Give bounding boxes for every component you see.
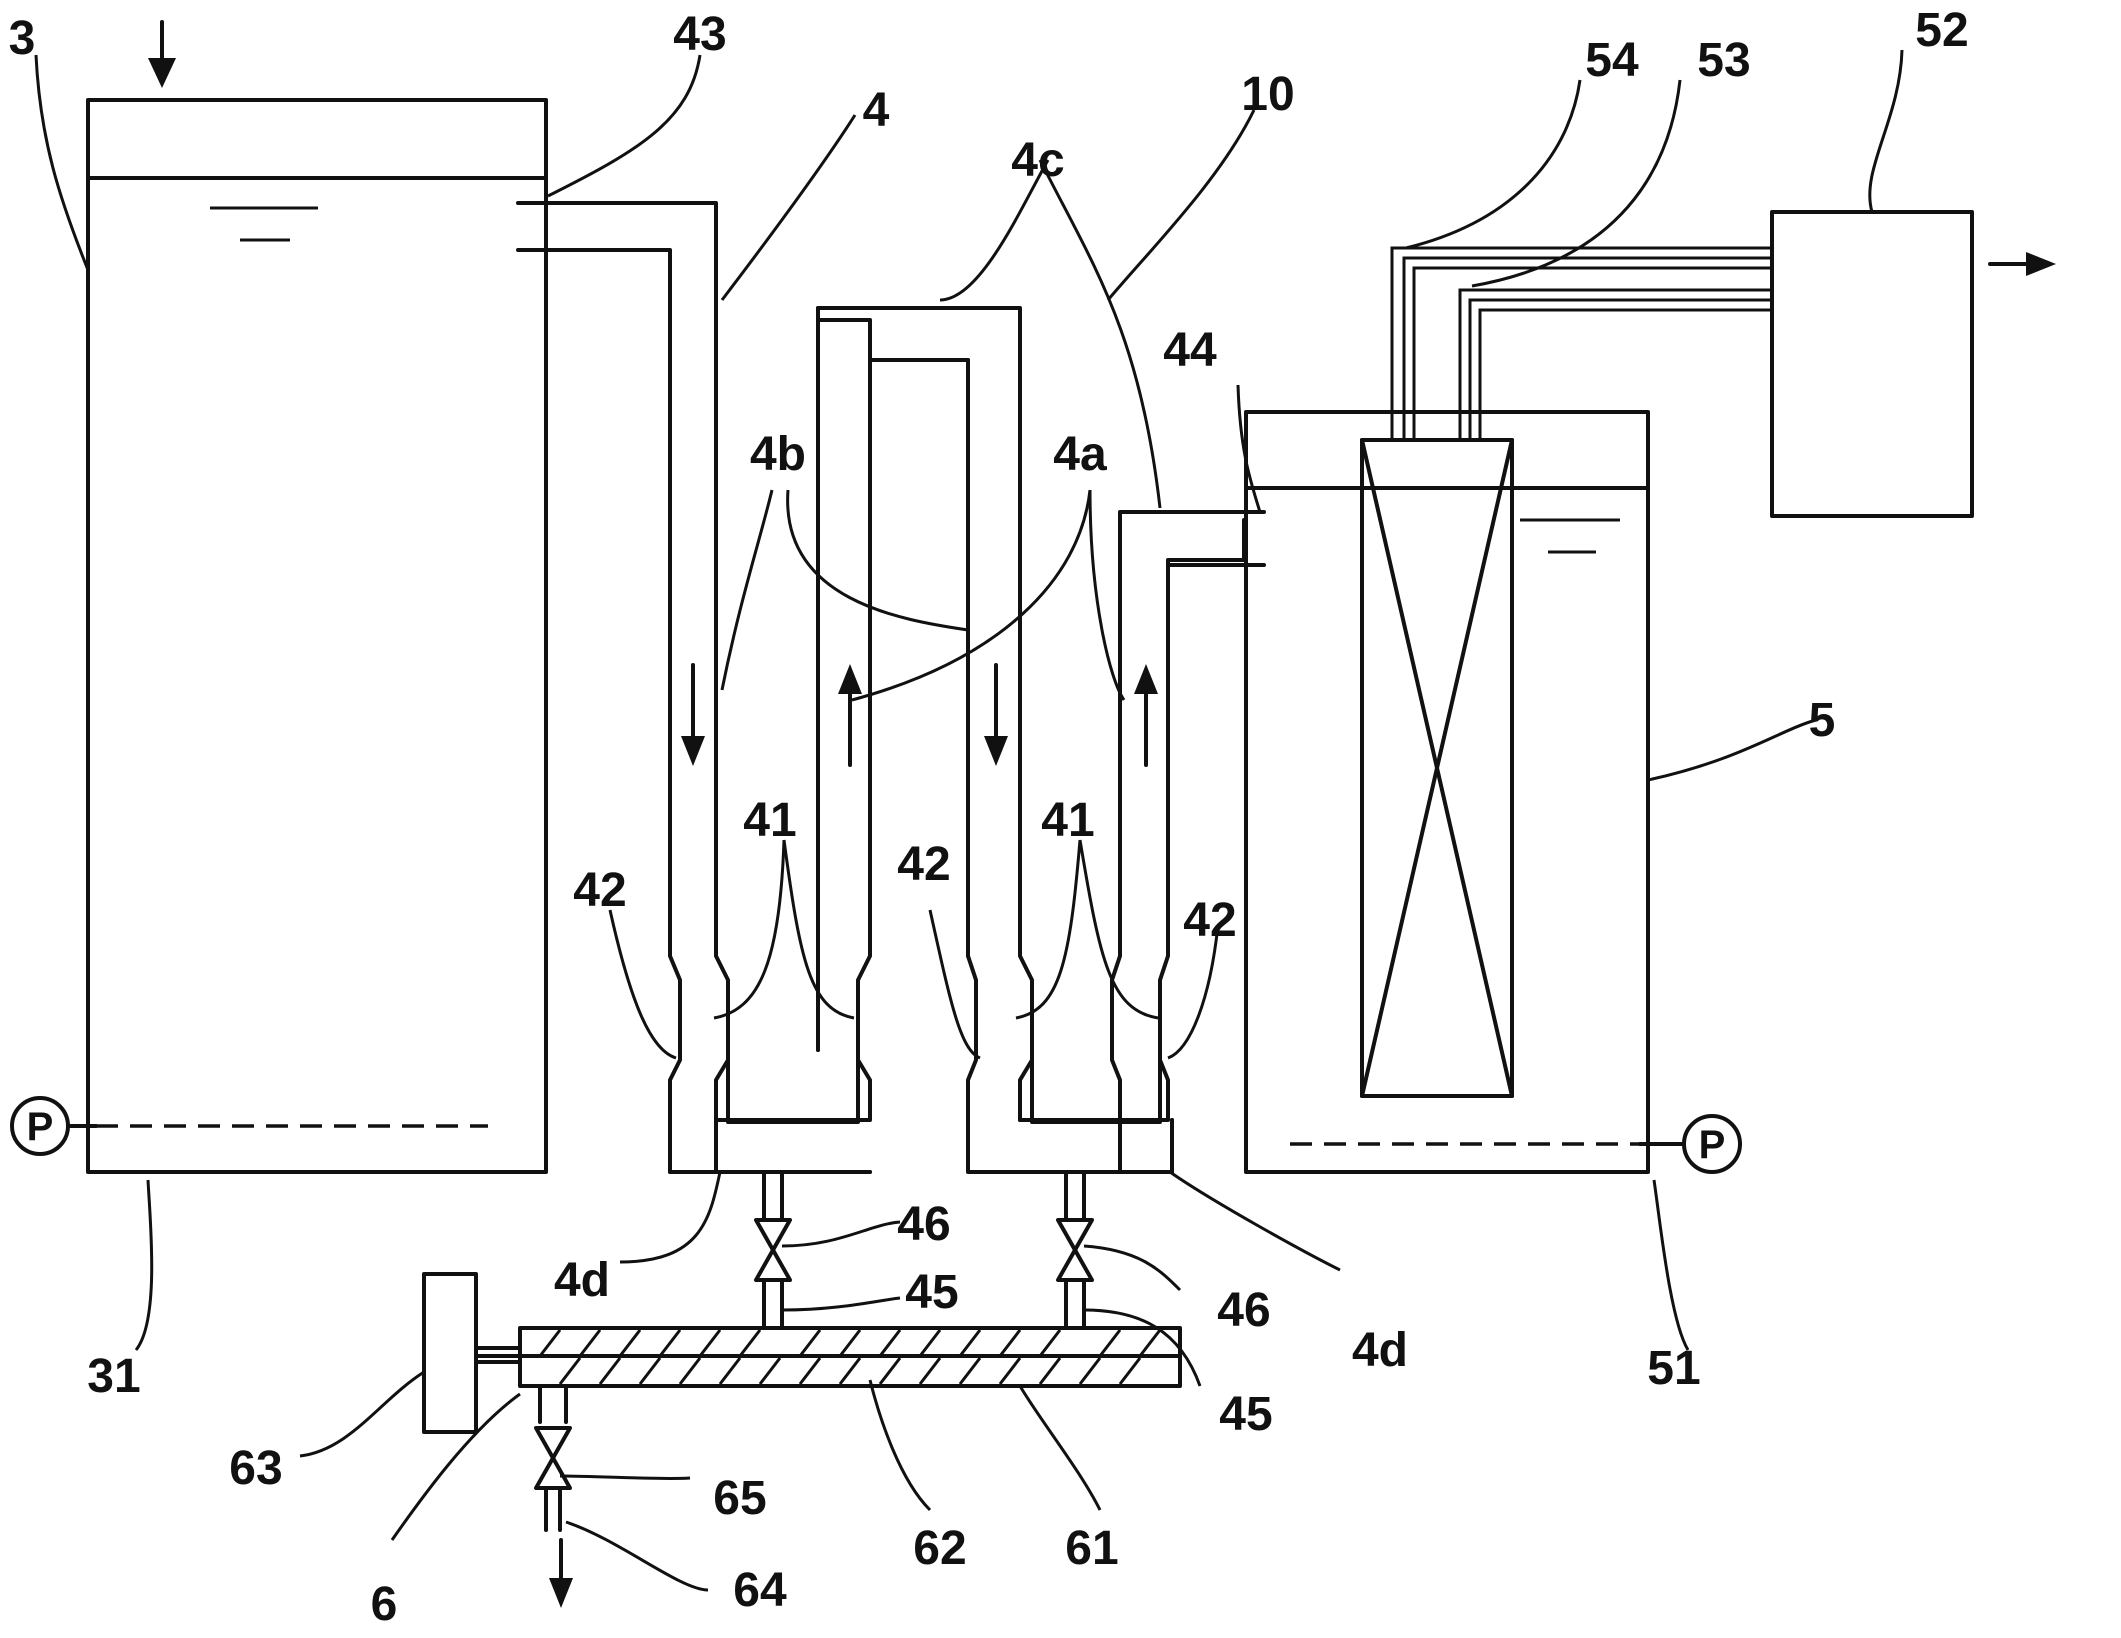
label-4a: 4a: [1053, 428, 1107, 481]
unit-52: [1770, 210, 2056, 518]
pump-right: P: [1638, 1114, 1742, 1174]
label-42-b: 42: [897, 838, 950, 891]
label-53: 53: [1697, 34, 1750, 87]
outlet-valves: [754, 1170, 1094, 1330]
label-6: 6: [371, 1578, 398, 1631]
label-41-left: 41: [743, 794, 796, 847]
label-63: 63: [229, 1442, 282, 1495]
label-10: 10: [1241, 68, 1294, 121]
label-45-left: 45: [905, 1266, 958, 1319]
pipe-4: [516, 201, 872, 1174]
flow-arrows: [681, 663, 1158, 767]
label-4: 4: [863, 84, 890, 137]
leader-lines: [34, 49, 1904, 1592]
label-54: 54: [1585, 34, 1639, 87]
label-42-a: 42: [573, 864, 626, 917]
label-62: 62: [913, 1522, 966, 1575]
screw-conveyor-6: [422, 1272, 1182, 1608]
labels: 3 43 4 4c 10 54 53 52 44 4b 4a 5 41 41 4…: [9, 4, 1969, 1631]
label-65: 65: [713, 1472, 766, 1525]
label-46-left: 46: [897, 1198, 950, 1251]
label-41-right: 41: [1041, 794, 1094, 847]
label-61: 61: [1065, 1522, 1118, 1575]
label-4d-right: 4d: [1352, 1324, 1408, 1377]
label-3: 3: [9, 12, 36, 65]
label-46-right: 46: [1217, 1284, 1270, 1337]
label-44: 44: [1163, 324, 1217, 377]
label-43: 43: [673, 8, 726, 61]
tank-5: [1244, 410, 1650, 1174]
label-52: 52: [1915, 4, 1968, 57]
label-45-right: 45: [1219, 1388, 1272, 1441]
label-4c: 4c: [1011, 134, 1064, 187]
permeate-lines: [1390, 246, 1772, 440]
label-64: 64: [733, 1564, 787, 1617]
label-5: 5: [1809, 694, 1836, 747]
label-42-c: 42: [1183, 894, 1236, 947]
label-31: 31: [87, 1350, 140, 1403]
pump-right-symbol: P: [1699, 1123, 1726, 1167]
pump-left-symbol: P: [27, 1105, 54, 1149]
label-4d-left: 4d: [554, 1254, 610, 1307]
label-51: 51: [1647, 1342, 1700, 1395]
label-4b: 4b: [750, 428, 806, 481]
tank-3: [86, 20, 548, 1174]
u-tube-first: [668, 306, 1174, 1174]
pump-left: P: [10, 1096, 98, 1156]
